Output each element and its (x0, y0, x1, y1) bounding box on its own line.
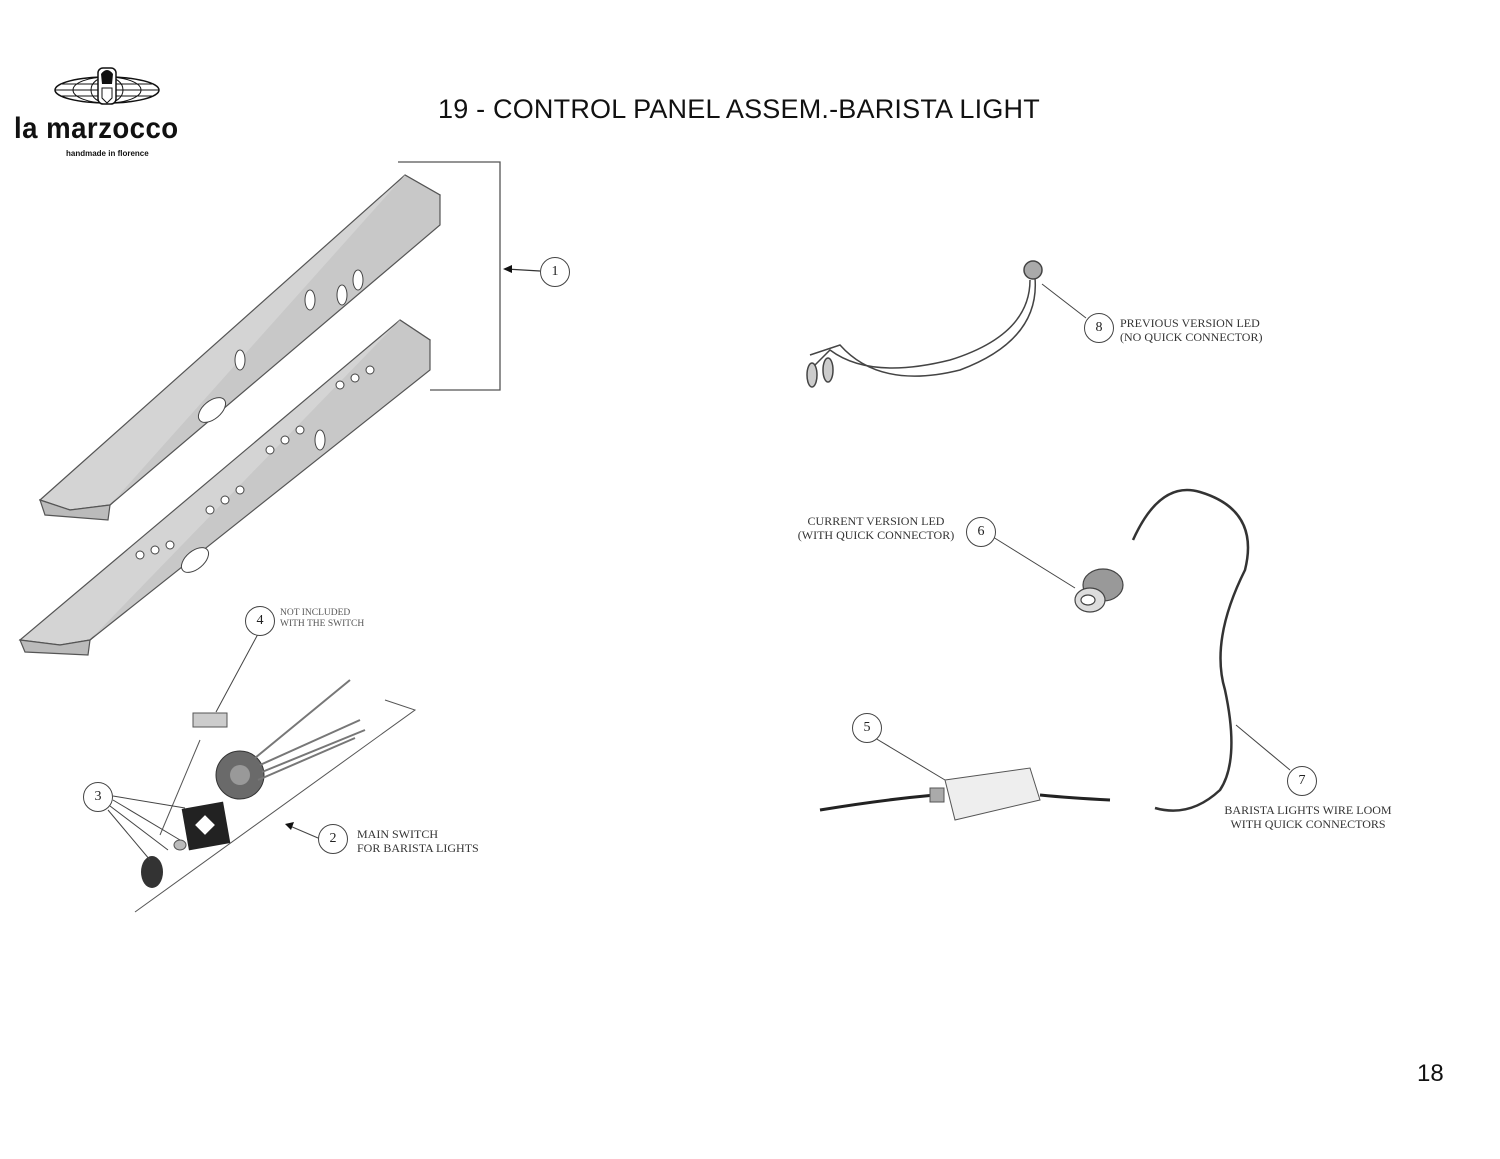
callout-7: 7 (1287, 766, 1317, 796)
globe-lion-emblem-icon (54, 67, 160, 105)
brand-tagline: handmade in florence (66, 149, 149, 158)
previous-led-drawing (806, 260, 1087, 388)
page-number: 18 (1417, 1060, 1444, 1087)
arrow-icon (503, 265, 512, 273)
control-panel-lower (18, 319, 431, 656)
callout-3: 3 (83, 782, 113, 812)
led-driver-drawing (819, 737, 1111, 821)
main-switch-drawing (134, 679, 417, 913)
callout-8: 8 (1084, 313, 1114, 343)
callout-1: 1 (540, 257, 570, 287)
callout-6: 6 (966, 517, 996, 547)
control-panel-upper (38, 174, 442, 521)
current-led-drawing (992, 536, 1124, 613)
wire-loom-drawing (1131, 488, 1250, 812)
page-title: 19 - CONTROL PANEL ASSEM.-BARISTA LIGHT (438, 94, 1040, 124)
bracket-part-1 (398, 161, 501, 391)
label-previous-led: PREVIOUS VERSION LED(NO QUICK CONNECTOR) (1120, 316, 1263, 344)
label-current-led: CURRENT VERSION LED(WITH QUICK CONNECTOR… (797, 514, 955, 542)
brand-name: la marzocco (14, 112, 179, 145)
callout-5: 5 (852, 713, 882, 743)
callout-4: 4 (245, 606, 275, 636)
callout-2: 2 (318, 824, 348, 854)
brand-logo (52, 64, 162, 110)
